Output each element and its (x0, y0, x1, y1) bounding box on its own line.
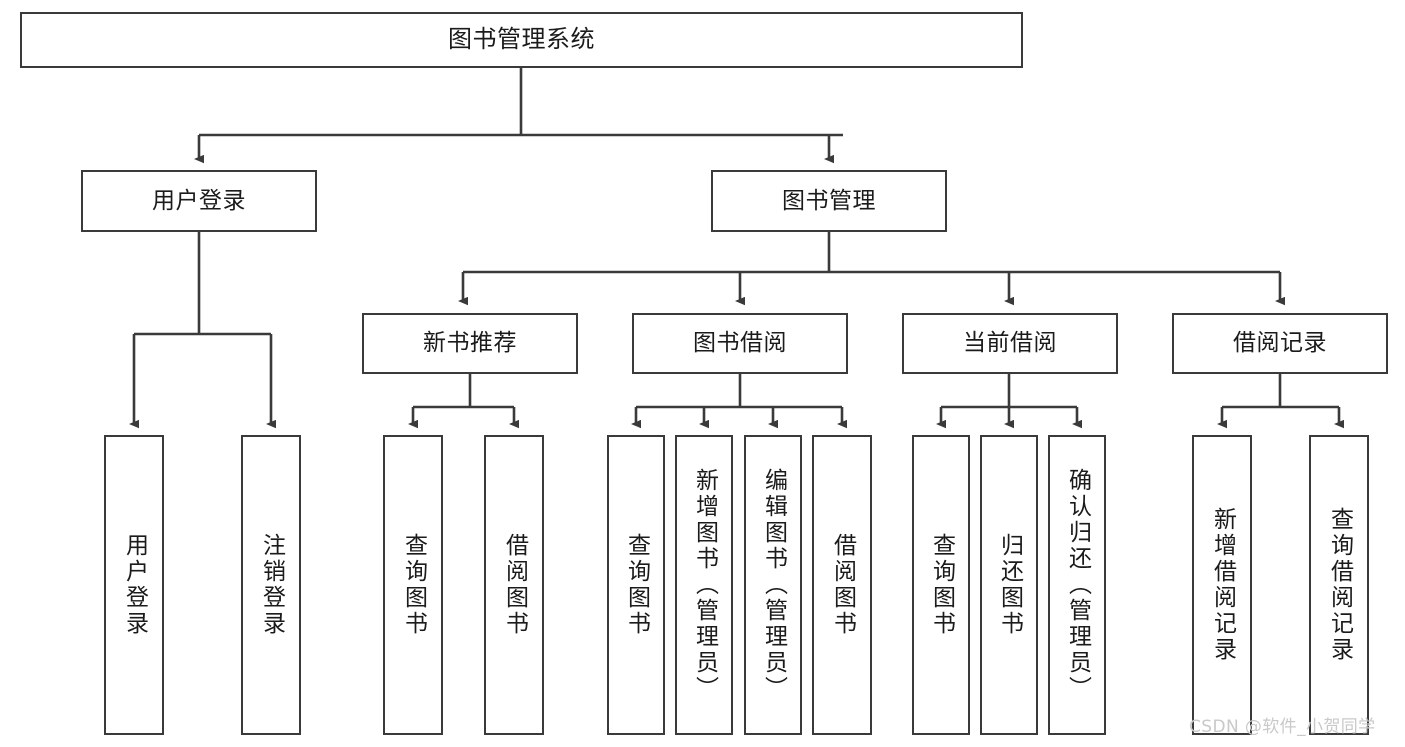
node-label: 图书管理 (782, 187, 876, 214)
node-leaf-confirm-return[interactable]: 确认归还（管理员） (1048, 435, 1106, 735)
node-book-management[interactable]: 图书管理 (711, 170, 947, 232)
node-leaf-borrow-book-2[interactable]: 借阅图书 (812, 435, 872, 735)
node-label: 借阅记录 (1233, 330, 1327, 357)
node-label: 归还图书 (996, 533, 1023, 637)
node-leaf-user-login[interactable]: 用户登录 (104, 435, 164, 735)
csdn-watermark: CSDN @软件_小贺同学 (1189, 717, 1376, 737)
node-label: 注销登录 (258, 533, 285, 637)
node-label: 用户登录 (121, 533, 148, 637)
node-label: 新书推荐 (423, 330, 517, 357)
node-borrow-record[interactable]: 借阅记录 (1172, 313, 1388, 374)
node-label: 确认归还（管理员） (1064, 468, 1091, 702)
node-label: 新增图书（管理员） (691, 468, 718, 702)
node-label: 查询图书 (623, 533, 650, 637)
node-leaf-borrow-book-1[interactable]: 借阅图书 (484, 435, 544, 735)
node-book-borrow[interactable]: 图书借阅 (632, 313, 848, 374)
node-label: 当前借阅 (963, 330, 1057, 357)
node-label: 图书管理系统 (448, 25, 595, 54)
node-user-login[interactable]: 用户登录 (81, 170, 317, 232)
node-leaf-query-book-1[interactable]: 查询图书 (383, 435, 443, 735)
node-label: 新增借阅记录 (1209, 507, 1236, 663)
node-root-book-management-system[interactable]: 图书管理系统 (20, 12, 1023, 68)
node-label: 借阅图书 (501, 533, 528, 637)
node-label: 编辑图书（管理员） (760, 468, 787, 702)
node-leaf-query-book-2[interactable]: 查询图书 (607, 435, 665, 735)
node-leaf-edit-book[interactable]: 编辑图书（管理员） (744, 435, 802, 735)
node-label: 查询图书 (400, 533, 427, 637)
node-leaf-add-book[interactable]: 新增图书（管理员） (675, 435, 733, 735)
node-leaf-user-logout[interactable]: 注销登录 (241, 435, 301, 735)
node-new-book-recommend[interactable]: 新书推荐 (362, 313, 578, 374)
node-label: 图书借阅 (693, 330, 787, 357)
node-leaf-add-record[interactable]: 新增借阅记录 (1192, 435, 1252, 735)
node-label: 用户登录 (152, 187, 246, 214)
node-label: 查询图书 (928, 533, 955, 637)
node-current-borrow[interactable]: 当前借阅 (902, 313, 1118, 374)
node-leaf-query-record[interactable]: 查询借阅记录 (1309, 435, 1369, 735)
node-leaf-query-book-3[interactable]: 查询图书 (912, 435, 970, 735)
node-label: 查询借阅记录 (1326, 507, 1353, 663)
node-label: 借阅图书 (829, 533, 856, 637)
node-leaf-return-book[interactable]: 归还图书 (980, 435, 1038, 735)
